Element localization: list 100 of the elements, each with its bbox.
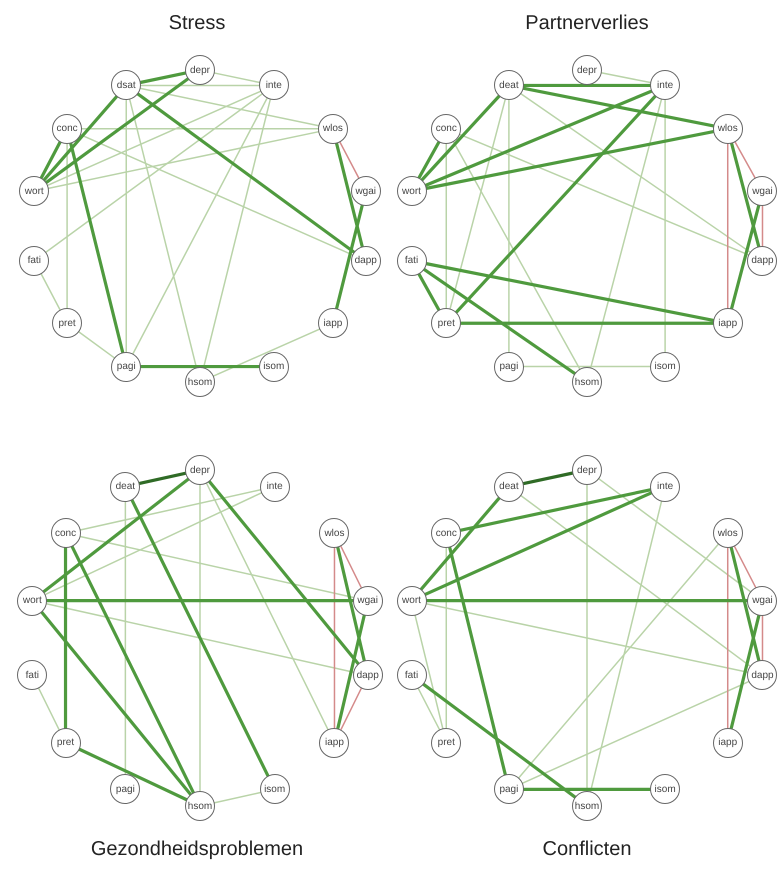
node-circle: depr [572, 55, 602, 85]
edge-line [79, 489, 261, 531]
edge-line [334, 548, 336, 728]
edge-line [424, 130, 715, 190]
node-circle: inte [650, 70, 680, 100]
node-circle: wort [17, 586, 48, 616]
edge-line [336, 614, 366, 730]
edge-line [214, 72, 260, 84]
edge-line [734, 546, 756, 588]
edge-line [46, 94, 262, 253]
node-circle: isom [260, 774, 290, 804]
edge-line [334, 142, 364, 248]
edge-line [449, 99, 506, 310]
edge-line [79, 536, 354, 598]
edge-line [459, 488, 652, 532]
edge-line [208, 480, 360, 666]
node-circle: fati [17, 660, 48, 690]
edge-line [762, 614, 764, 662]
node-circle: conc [52, 114, 82, 144]
edge-line [420, 496, 501, 591]
node-circle: depr [185, 455, 215, 485]
edge-line [446, 142, 448, 310]
edge-line [522, 788, 652, 791]
node-circle: wgai [747, 176, 778, 206]
edge-line [417, 140, 441, 180]
edge-line [664, 100, 666, 352]
node-circle: isom [650, 774, 680, 804]
edge-line [130, 498, 270, 778]
node-circle: wgai [747, 586, 778, 616]
edge-line [523, 366, 651, 368]
edge-line [136, 92, 356, 254]
edge-line [40, 273, 61, 311]
edge-line [460, 322, 714, 325]
edge-line [40, 610, 192, 796]
edge-line [590, 500, 662, 792]
edge-line [520, 494, 752, 668]
node-circle: iapp [712, 728, 743, 758]
node-circle: wgai [352, 586, 383, 616]
panel-title: Stress [168, 12, 226, 35]
edge-line [132, 98, 268, 354]
node-circle: inte [650, 472, 680, 502]
edge-line [48, 131, 319, 189]
node-circle: deat [494, 70, 524, 100]
edge-line [42, 478, 190, 593]
edge-line [418, 688, 440, 730]
node-circle: depr [572, 455, 602, 485]
edge-line [424, 599, 750, 602]
node-circle: dapp [352, 660, 383, 690]
edge-line [425, 603, 749, 673]
node-circle: fati [396, 246, 426, 276]
edge-line [214, 792, 261, 804]
edge-line [600, 72, 652, 84]
node-circle: isom [258, 352, 289, 382]
edge-line [140, 84, 260, 86]
node-circle: inte [258, 70, 289, 100]
node-circle: iapp [712, 308, 743, 338]
node-circle: pagi [494, 774, 524, 804]
node-circle: iapp [318, 308, 348, 338]
edge-line [730, 142, 760, 248]
node-circle: hsom [572, 791, 602, 821]
edge-line [422, 268, 576, 376]
node-circle: deat [110, 472, 140, 502]
node-circle: pagi [494, 352, 524, 382]
edge-line [730, 204, 760, 310]
node-circle: pret [431, 308, 462, 338]
edge-line [70, 545, 195, 794]
node-circle: deat [494, 472, 524, 502]
node-circle: conc [431, 114, 462, 144]
node-circle: hsom [185, 791, 215, 821]
edge-line [422, 682, 577, 799]
edge-line [730, 614, 761, 730]
panel-title: Gezondheidsproblemen [90, 838, 304, 861]
edge-line [726, 142, 728, 310]
edge-line [78, 331, 115, 358]
edge-line [140, 364, 260, 368]
node-circle: wort [396, 176, 426, 206]
node-circle: isom [650, 352, 680, 382]
node-circle: pagi [110, 774, 140, 804]
edge-line [124, 500, 126, 776]
edge-line [726, 548, 728, 728]
edge-line [47, 90, 261, 186]
edge-line [46, 599, 354, 602]
edge-line [508, 100, 510, 352]
edge-line [138, 472, 187, 485]
edge-line [140, 88, 319, 126]
node-circle: wlos [319, 518, 350, 548]
edge-line [522, 86, 715, 128]
node-circle: fati [19, 246, 50, 276]
edge-line [206, 482, 329, 730]
edge-line [424, 90, 653, 188]
node-circle: pret [50, 728, 81, 758]
node-circle: wlos [712, 114, 743, 144]
node-circle: dapp [747, 660, 778, 690]
edge-line [45, 492, 262, 595]
node-circle: dsat [111, 70, 142, 100]
edge-line [598, 478, 752, 592]
edge-line [340, 688, 362, 730]
edge-line [420, 94, 500, 182]
edge-line [126, 100, 127, 352]
edge-line [139, 71, 187, 84]
